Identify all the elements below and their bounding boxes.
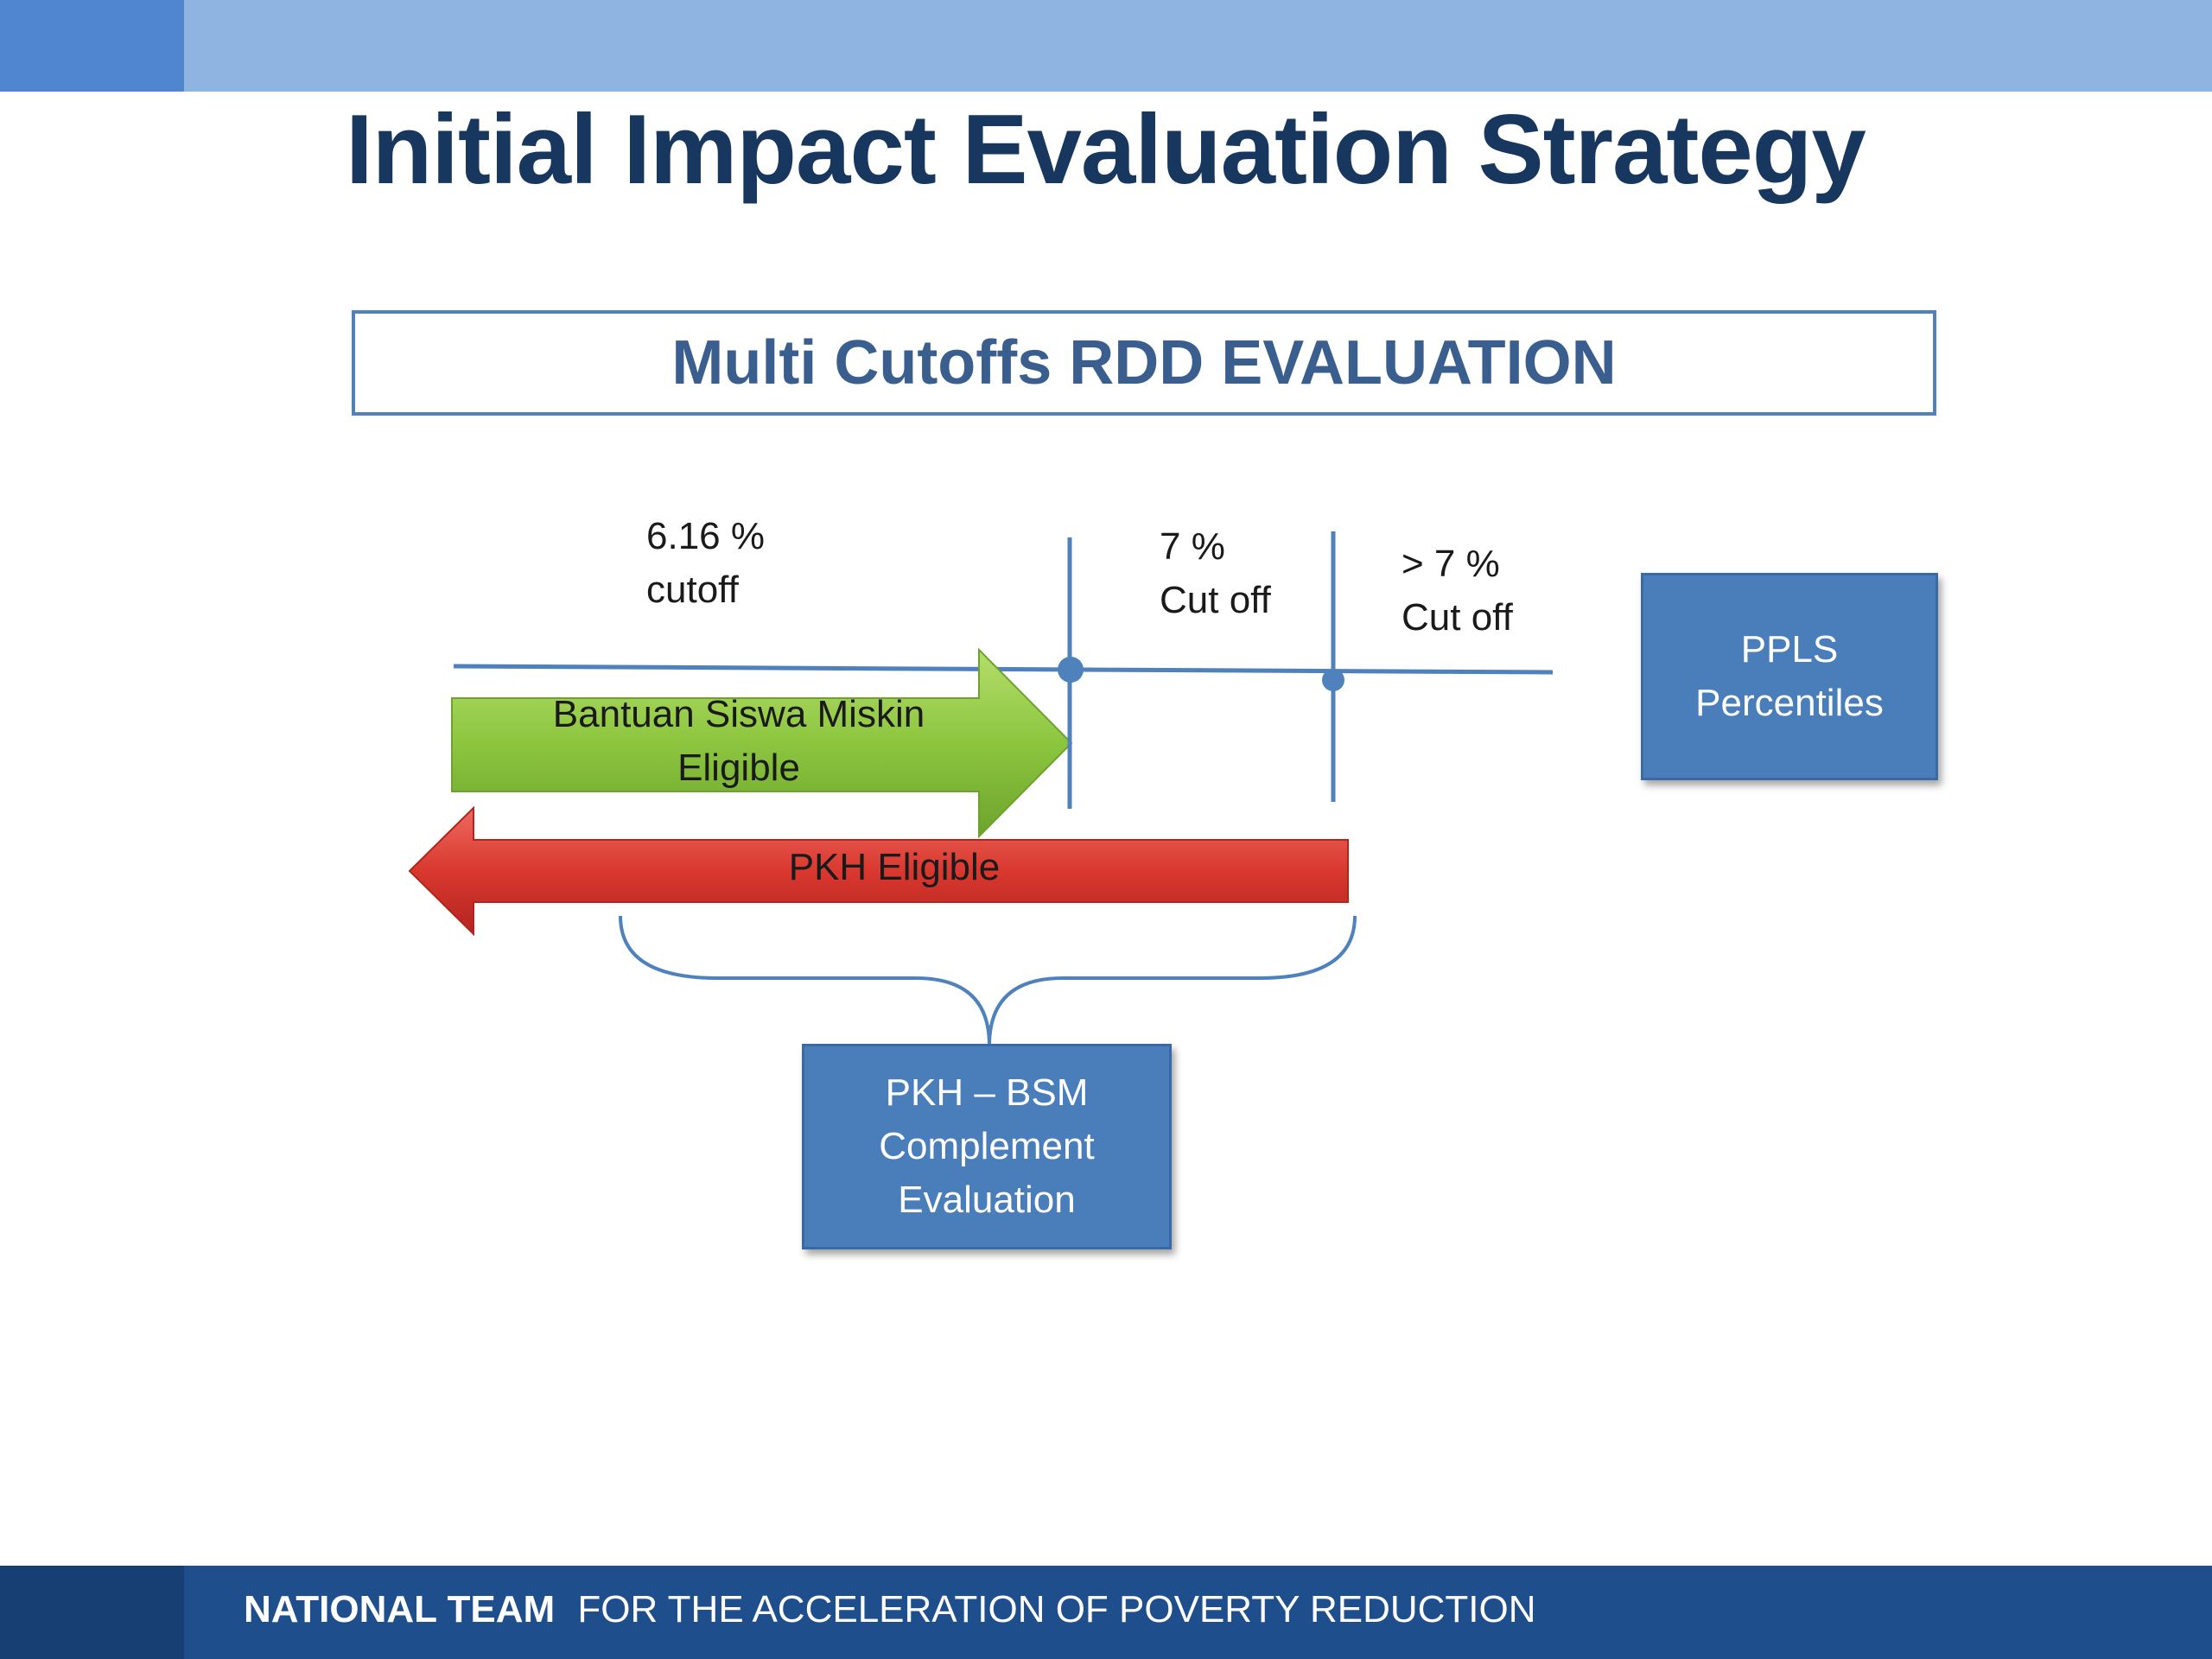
cutoff-616-label: 6.16 % cutoff [646, 510, 765, 617]
complement-evaluation-box: PKH – BSM Complement Evaluation [802, 1044, 1172, 1249]
top-banner [0, 0, 2212, 92]
footer-rest: FOR THE ACCELERATION OF POVERTY REDUCTIO… [577, 1588, 1536, 1630]
footer-text: NATIONAL TEAM FOR THE ACCELERATION OF PO… [244, 1588, 1536, 1631]
ppls-box-line1: PPLS [1740, 628, 1839, 671]
ppls-box-line2: Percentiles [1695, 682, 1884, 724]
cutoff-gt7-value: > 7 % [1402, 543, 1500, 585]
complement-box-line3: Evaluation [898, 1179, 1076, 1221]
cutoff-gt7-caption: Cut off [1402, 596, 1513, 639]
footer-strong: NATIONAL TEAM [244, 1588, 556, 1630]
cutoff-7-dot [1322, 669, 1344, 691]
percentile-axis [453, 664, 1554, 675]
cutoff-7-label: 7 % Cut off [1160, 520, 1271, 627]
footer-bar [0, 1566, 2212, 1659]
complement-box-line1: PKH – BSM [885, 1071, 1089, 1114]
cutoff-7-value: 7 % [1160, 525, 1225, 568]
slide-title: Initial Impact Evaluation Strategy [346, 95, 1866, 205]
cutoff-gt7-label: > 7 % Cut off [1402, 537, 1513, 645]
cutoff-7-caption: Cut off [1160, 579, 1271, 621]
top-banner-accent [0, 0, 184, 92]
cutoff-616-value: 6.16 % [646, 515, 765, 557]
bsm-arrow-line1: Bantuan Siswa Miskin [552, 693, 925, 735]
subtitle-text: Multi Cutoffs RDD EVALUATION [671, 328, 1617, 397]
ppls-percentiles-box: PPLS Percentiles [1641, 573, 1938, 780]
footer-logo-block [0, 1566, 184, 1659]
bsm-arrow-line2: Eligible [677, 747, 800, 789]
bsm-eligible-arrow [451, 647, 1073, 839]
bsm-arrow-label: Bantuan Siswa Miskin Eligible [484, 688, 994, 795]
complement-brace [619, 915, 1357, 1046]
subtitle-box: Multi Cutoffs RDD EVALUATION [352, 310, 1936, 416]
complement-box-line2: Complement [879, 1125, 1095, 1167]
cutoff-616-caption: cutoff [646, 569, 739, 611]
cutoff-616-dot [1058, 657, 1084, 683]
pkh-eligible-arrow [408, 805, 1349, 937]
pkh-arrow-label: PKH Eligible [788, 846, 1001, 888]
